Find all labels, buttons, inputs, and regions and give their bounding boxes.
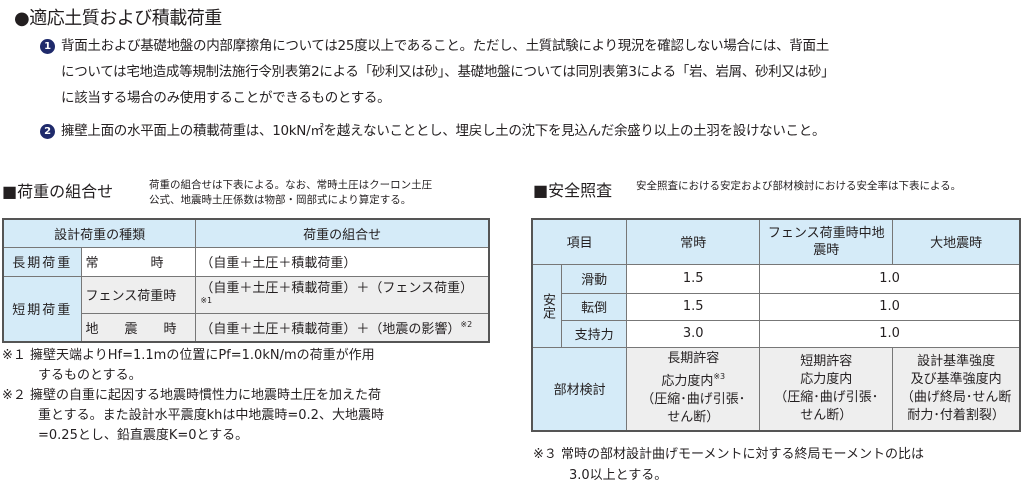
safety-heading: ■安全照査: [533, 181, 613, 200]
member-large: 設計基準強度 及び基準強度内 （曲げ終局･せん断 耐力･付着割裂）: [892, 346, 1021, 432]
overturning-normal: 1.5: [626, 292, 761, 321]
note-line: 荷重の組合せは下表による。なお、常時土圧はクーロン土圧: [149, 179, 433, 191]
cell-line: せん断）: [800, 407, 853, 423]
case-normal: 常 時: [80, 246, 197, 277]
footnote-line: 重とする。また設計水平震度khは中地震時=0.2、大地震時: [38, 408, 384, 423]
cell-line: せん断）: [667, 410, 720, 426]
bearing-other: 1.0: [759, 319, 1021, 348]
item-sliding: 滑動: [560, 263, 628, 294]
cell-line: （曲げ終局･せん断: [900, 389, 1012, 405]
combo-fence: （自重＋土圧＋積載荷重）＋（フェンス荷重）: [200, 280, 474, 296]
number-badge-1: 1: [40, 39, 55, 54]
member-label: 部材検討: [531, 346, 628, 432]
item-bearing: 支持力: [560, 319, 628, 348]
cell-line: 耐力･付着割裂）: [907, 407, 1005, 423]
sliding-normal: 1.5: [626, 263, 761, 294]
footnote-line: ※１ 擁壁天端よりHf=1.1mの位置にPf=1.0kN/mの荷重が作用: [2, 348, 375, 363]
item-overturning: 転倒: [560, 292, 628, 321]
text-line: については宅地造成等規制法施行令別表第2による「砂利又は砂」、基礎地盤については…: [61, 64, 835, 80]
header-large-quake: 大地震時: [892, 218, 1021, 265]
text-line: 擁壁上面の水平面上の積載荷重は、10kN/㎡を越えないこととし、埋戻し土の沈下を…: [61, 123, 826, 139]
section-title: ●適応土質および積載荷重: [14, 8, 222, 29]
cell-line: （圧縮･曲げ引張･: [641, 392, 746, 408]
cell-line: 長期許容: [667, 351, 720, 367]
header-combo: 荷重の組合せ: [195, 218, 490, 248]
cell-line: （圧縮･曲げ引張･: [774, 389, 879, 405]
footnote-mark: ※3: [713, 372, 726, 382]
note-line: 公式、地震時土圧係数は物部・岡部式により算定する。: [149, 194, 412, 206]
member-normal: 長期許容 応力度内※3 （圧縮･曲げ引張･ せん断）: [626, 346, 761, 432]
load-footnotes: ※１ 擁壁天端よりHf=1.1mの位置にPf=1.0kN/mの荷重が作用 するも…: [2, 346, 384, 446]
header-item: 項目: [531, 218, 628, 265]
short-term-label: 短期荷重: [2, 275, 82, 343]
combo-normal: （自重＋土圧＋積載荷重）: [195, 246, 490, 277]
cell-line: 設計基準強度: [917, 353, 996, 369]
header-mid-quake: フェンス荷重時中地震時: [759, 218, 894, 265]
load-heading: ■荷重の組合せ: [2, 182, 114, 201]
safety-note: 安全照査における安定および部材検討における安全率は下表による。: [636, 180, 962, 192]
footnote-line: 3.0以上とする。: [569, 468, 668, 483]
cell-line: 短期許容: [800, 353, 853, 369]
safety-footnote: ※３ 常時の部材設計曲げモーメントに対する終局モーメントの比は 3.0以上とする…: [533, 444, 924, 486]
case-earthquake: 地 震 時: [80, 312, 197, 343]
combo-earthquake: （自重＋土圧＋積載荷重）＋（地震の影響）: [200, 321, 461, 337]
long-term-label: 長期荷重: [2, 246, 82, 277]
footnote-line: ※３ 常時の部材設計曲げモーメントに対する終局モーメントの比は: [533, 447, 924, 462]
load-note: 荷重の組合せは下表による。なお、常時土圧はクーロン土圧 公式、地震時土圧係数は物…: [149, 178, 432, 208]
footnote-mark: ※1: [200, 295, 213, 305]
header-type: 設計荷重の種類: [2, 218, 197, 248]
number-badge-2: 2: [40, 124, 55, 139]
cell-line: 及び基準強度内: [910, 371, 1002, 387]
footnote-line: するものとする。: [38, 368, 142, 383]
member-mid: 短期許容 応力度内 （圧縮･曲げ引張･ せん断）: [759, 346, 894, 432]
safety-table: 項目 常時 フェンス荷重時中地震時 大地震時 安定 滑動 1.5 1.0 転倒 …: [531, 218, 1021, 432]
text-line: に該当する場合のみ使用することができるものとする。: [61, 90, 391, 106]
load-table: 設計荷重の種類 荷重の組合せ 長期荷重 常 時 （自重＋土圧＋積載荷重） 短期荷…: [2, 218, 490, 343]
bearing-normal: 3.0: [626, 319, 761, 348]
condition-2: 2 擁壁上面の水平面上の積載荷重は、10kN/㎡を越えないこととし、埋戻し土の沈下…: [40, 118, 1024, 144]
overturning-other: 1.0: [759, 292, 1021, 321]
header-normal: 常時: [626, 218, 761, 265]
condition-1: 1 背面土および基礎地盤の内部摩擦角については25度以上であること。ただし、土質試…: [40, 33, 1024, 111]
text-line: 背面土および基礎地盤の内部摩擦角については25度以上であること。ただし、土質試験…: [61, 38, 829, 54]
cell-line: 応力度内: [800, 371, 853, 387]
stability-label: 安定: [531, 263, 562, 348]
footnote-mark: ※2: [460, 319, 473, 329]
cell-line: 応力度内: [661, 374, 714, 390]
footnote-line: ※２ 擁壁の自重に起因する地震時慣性力に地震時土圧を加えた荷: [2, 388, 382, 403]
case-fence: フェンス荷重時: [80, 275, 197, 314]
footnote-line: =0.25とし、鉛直震度K=0とする。: [38, 428, 249, 443]
sliding-other: 1.0: [759, 263, 1021, 294]
